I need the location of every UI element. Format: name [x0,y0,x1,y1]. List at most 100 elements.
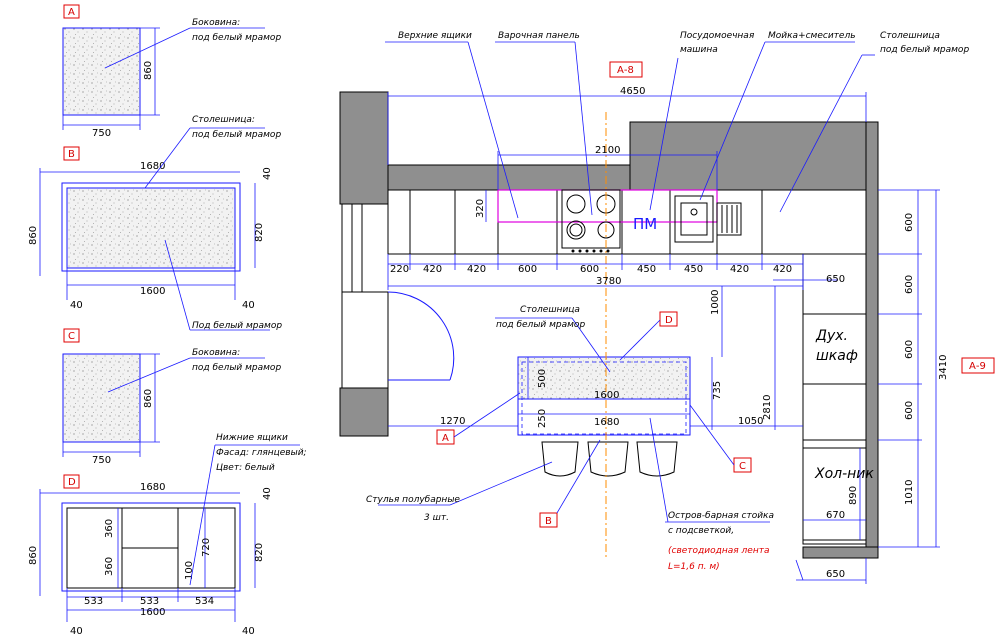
panel-d-title: Нижние ящики [216,433,288,443]
label-countertop-2: под белый мрамор [880,45,969,55]
panel-d-dim-seg-1: 533 [84,596,103,607]
dim-650-bottom: 650 [826,569,845,580]
oven-label-2: шкаф [816,348,858,364]
plan-mark-b-box [539,512,558,528]
dim-seg-2: 420 [423,264,442,275]
panel-a-dim-w: 750 [92,128,111,139]
oven-label-1: Дух. [815,328,848,344]
panel-d-body [66,507,236,589]
label-hob: Варочная панель [498,31,580,41]
dim-right-2: 600 [904,275,915,294]
mark-d-box [63,474,80,489]
label-island-1: Остров-барная стойка [668,511,774,521]
island-body [517,398,691,436]
dim-1600: 1600 [594,390,619,401]
bar-chairs [541,441,678,477]
dim-1680: 1680 [594,417,619,428]
wall-left-upper [339,91,389,205]
panel-d-outline [61,502,241,592]
panel-d-dim-right: 820 [254,543,265,562]
panel-b-dim-corner-tr: 40 [262,167,273,180]
dim-seg-5: 600 [580,264,599,275]
panel-a-dim-h: 860 [143,61,154,80]
panel-b-dim-top: 1680 [140,161,165,172]
panel-d-dim-inner-4: 100 [184,561,195,580]
plan-mark-a: A [442,433,449,444]
dim-base-run: 3780 [596,276,621,287]
panel-b-dim-right: 820 [254,223,265,242]
panel-b-dim-left: 860 [28,226,39,245]
panel-d-dim-inner-2: 360 [104,557,115,576]
label-upper-cabinets: Верхние ящики [398,31,472,41]
dim-2810: 2810 [762,395,773,420]
dim-1000: 1000 [710,290,721,315]
panel-c-sheet [62,353,141,443]
dim-seg-9: 420 [773,264,792,275]
label-countertop-1: Столешница [880,31,940,41]
dim-right-5: 1010 [904,480,915,505]
hob-knobs [571,249,610,253]
panel-d-dim-inner-3: 720 [201,538,212,557]
mark-a9-box [961,357,995,374]
mark-a: A [68,7,75,18]
dim-seg-6: 450 [637,264,656,275]
mark-b: B [68,149,75,160]
floor-plan: ПМ Дух. шкаф Хол-ник [339,31,995,584]
panel-d-dim-top: 1680 [140,482,165,493]
label-dishwasher-1: Посудомоечная [680,31,755,41]
mark-a8-box [609,61,643,78]
plan-mark-d-box [659,311,678,327]
panel-d-dim-seg-3: 534 [195,596,214,607]
panel-c-title: Боковина: [192,348,240,358]
label-island-top-2: под белый мрамор [496,320,585,330]
panel-d-line2: Фасад: глянцевый; [216,448,307,458]
panel-b-dim-corner-br: 40 [242,300,255,311]
dim-250: 250 [537,409,548,428]
fridge-label: Хол-ник [814,466,874,482]
panel-c-dim-h: 860 [143,389,154,408]
dim-seg-1: 220 [390,264,409,275]
panel-b-dim-bottom: 1600 [140,286,165,297]
wall-left-lower [339,387,389,437]
panel-d-dim-corner-bl: 40 [70,626,83,637]
dim-upper-h: 320 [475,199,486,218]
dim-1050: 1050 [738,416,763,427]
label-chairs-2: 3 шт. [424,513,449,523]
panel-c: C 860 750 Боковина: под белый мрамор [62,328,281,466]
panel-c-dim-w: 750 [92,455,111,466]
dim-seg-8: 420 [730,264,749,275]
dim-890: 890 [848,486,859,505]
panel-c-subtitle: под белый мрамор [192,363,281,373]
hob [561,189,621,249]
panel-a: A 860 750 Боковина: под белый мрамор [62,4,281,139]
panel-b-subtitle: под белый мрамор [192,130,281,140]
mark-b-box [63,146,80,161]
panel-a-title: Боковина: [192,18,240,28]
sink [674,195,714,243]
dim-seg-7: 450 [684,264,703,275]
mark-c-box [63,328,80,343]
label-led-1: (светодиодная лента [668,546,769,556]
panel-d-dim-left: 860 [28,546,39,565]
dim-total-top: 4650 [620,86,645,97]
panel-b-title: Столешница: [192,115,255,125]
dim-upper-run: 2100 [595,145,620,156]
panel-d-dim-corner-br: 40 [242,626,255,637]
wall-right [865,121,879,559]
label-sink: Мойка+смеситель [768,31,856,41]
wall-bottom-right [802,546,879,559]
plan-mark-b: B [545,516,552,527]
panel-b-dim-corner-bl: 40 [70,300,83,311]
plan-mark-d: D [665,315,673,326]
panel-d: D 360 360 720 100 1680 860 820 40 533 53… [28,433,307,637]
panel-b-inner-note: Под белый мрамор [192,321,282,331]
mark-a8: А-8 [617,65,634,76]
dim-right-4: 600 [904,401,915,420]
wall-top-right [629,121,879,191]
dim-650-top: 650 [826,274,845,285]
tall-cabinets [802,253,867,545]
panel-b-sheet [66,187,236,269]
plan-mark-c: C [739,461,746,472]
dim-1270: 1270 [440,416,465,427]
